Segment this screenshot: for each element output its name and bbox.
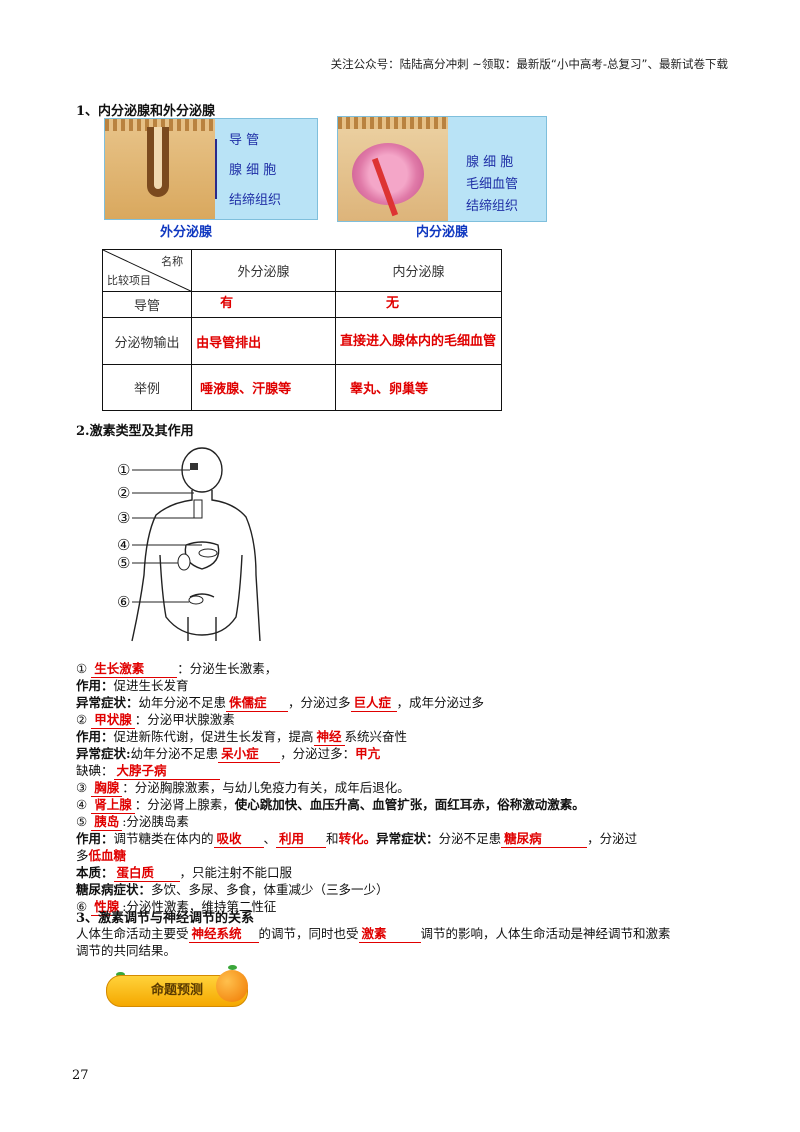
line-islet: ⑤ 胰岛:分泌胰岛素 — [76, 814, 189, 831]
cell-exocrine: 唾液腺、汗腺等 — [191, 363, 337, 412]
leaf-icon — [116, 972, 125, 977]
exocrine-label-connective: 结缔组织 — [229, 193, 282, 208]
orange-right-icon — [216, 970, 248, 1002]
table-row: 导管 有 无 — [101, 291, 502, 319]
line-diabetes-symptoms: 糖尿病症状：多饮、多尿、多食，体重减少（三多一少） — [76, 882, 389, 897]
line-growth-abnormal: 异常症状：幼年分泌不足患侏儒症，分泌过多巨人症，成年分泌过多 — [76, 695, 485, 712]
marker-2: ② — [117, 484, 131, 502]
line-growth-effect: 作用：促进生长发育 — [76, 678, 189, 693]
badge-label: 命题预测 — [150, 983, 203, 998]
line-growth-hormone: ① 生长激素：分泌生长激素， — [76, 661, 278, 678]
marker-5: ⑤ — [117, 554, 131, 572]
line-islet-effect: 作用：调节糖类在体内的吸收、利用和转化。异常症状：分泌不足患糖尿病，分泌过 — [76, 831, 638, 848]
cell-endocrine: 无 — [335, 291, 502, 319]
endocrine-caption: 内分泌腺 — [416, 225, 469, 240]
table-row: 分泌物输出 由导管排出 直接进入腺体内的毛细血管 — [101, 317, 502, 365]
exocrine-label-gland-cell: 腺 细 胞 — [229, 163, 277, 178]
line-thyroid: ② 甲状腺：分泌甲状腺激素 — [76, 712, 235, 729]
leaf-icon — [228, 965, 237, 970]
table-corner-cell: 名称 比较项目 — [101, 248, 193, 293]
line-adrenal: ④ 肾上腺：分泌肾上腺素，使心跳加快、血压升高、血管扩张，面红耳赤，俗称激动激素… — [76, 797, 585, 814]
endocrine-label-connective: 结缔组织 — [466, 199, 519, 214]
page-header: 关注公众号：陆陆高分冲刺 ~领取：最新版“小中高考-总复习”、最新试卷下载 — [330, 57, 728, 71]
table-row: 举例 唾液腺、汗腺等 睾丸、卵巢等 — [101, 363, 502, 412]
cell-endocrine: 睾丸、卵巢等 — [335, 363, 502, 412]
section2-title: 2.激素类型及其作用 — [76, 424, 194, 439]
corner-top-label: 名称 — [161, 255, 184, 268]
endocrine-label-gland-cell: 腺 细 胞 — [466, 155, 514, 170]
line-thyroid-abnormal: 异常症状:幼年分泌不足患呆小症，分泌过多：甲亢 — [76, 746, 381, 763]
line-thyroid-effect: 作用：促进新陈代谢，促进生长发育，提高神经系统兴奋性 — [76, 729, 408, 746]
row-label: 举例 — [101, 363, 193, 412]
line-islet-excess: 多低血糖 — [76, 848, 127, 863]
corner-bottom-label: 比较项目 — [107, 274, 151, 288]
human-body-diagram — [131, 447, 261, 642]
row-label: 分泌物输出 — [101, 317, 193, 365]
page-number: 27 — [72, 1068, 89, 1083]
cell-endocrine: 直接进入腺体内的毛细血管 — [335, 317, 502, 365]
marker-3: ③ — [117, 509, 131, 527]
marker-1: ① — [117, 461, 131, 479]
endocrine-gland-figure: 腺 细 胞 毛细血管 结缔组织 — [337, 116, 547, 222]
table-header-exocrine: 外分泌腺 — [191, 248, 337, 293]
row-label: 导管 — [101, 291, 193, 319]
endocrine-label-capillary: 毛细血管 — [466, 177, 519, 192]
cell-exocrine: 由导管排出 — [191, 317, 337, 365]
line-gonad: ⑥ 性腺:分泌性激素，维持第二性征 — [76, 899, 277, 916]
marker-4: ④ — [117, 536, 131, 554]
marker-6: ⑥ — [117, 593, 131, 611]
section1-title: 1、内分泌腺和外分泌腺 — [76, 104, 216, 119]
exocrine-label-duct: 导 管 — [229, 133, 260, 148]
line-iodine: 缺碘：大脖子病 — [76, 762, 220, 780]
gland-comparison-table: 名称 比较项目 外分泌腺 内分泌腺 导管 有 无 分泌物输出 由导管排出 直接进… — [101, 248, 502, 412]
line-thymus: ③ 胸腺：分泌胸腺激素，与幼儿免疫力有关，成年后退化。 — [76, 780, 410, 797]
table-header-endocrine: 内分泌腺 — [335, 248, 502, 293]
cell-exocrine: 有 — [191, 291, 337, 319]
section3-paragraph-line1: 人体生命活动主要受神经系统的调节，同时也受激素调节的影响，人体生命活动是神经调节… — [76, 926, 671, 943]
section3-paragraph-line2: 调节的共同结果。 — [76, 943, 177, 958]
section3-title: 3、激素调节与神经调节的关系 — [76, 911, 255, 926]
exocrine-gland-figure: 导 管 腺 细 胞 结缔组织 — [104, 118, 318, 220]
exocrine-caption: 外分泌腺 — [160, 225, 213, 240]
line-nature: 本质：蛋白质，只能注射不能口服 — [76, 865, 293, 882]
